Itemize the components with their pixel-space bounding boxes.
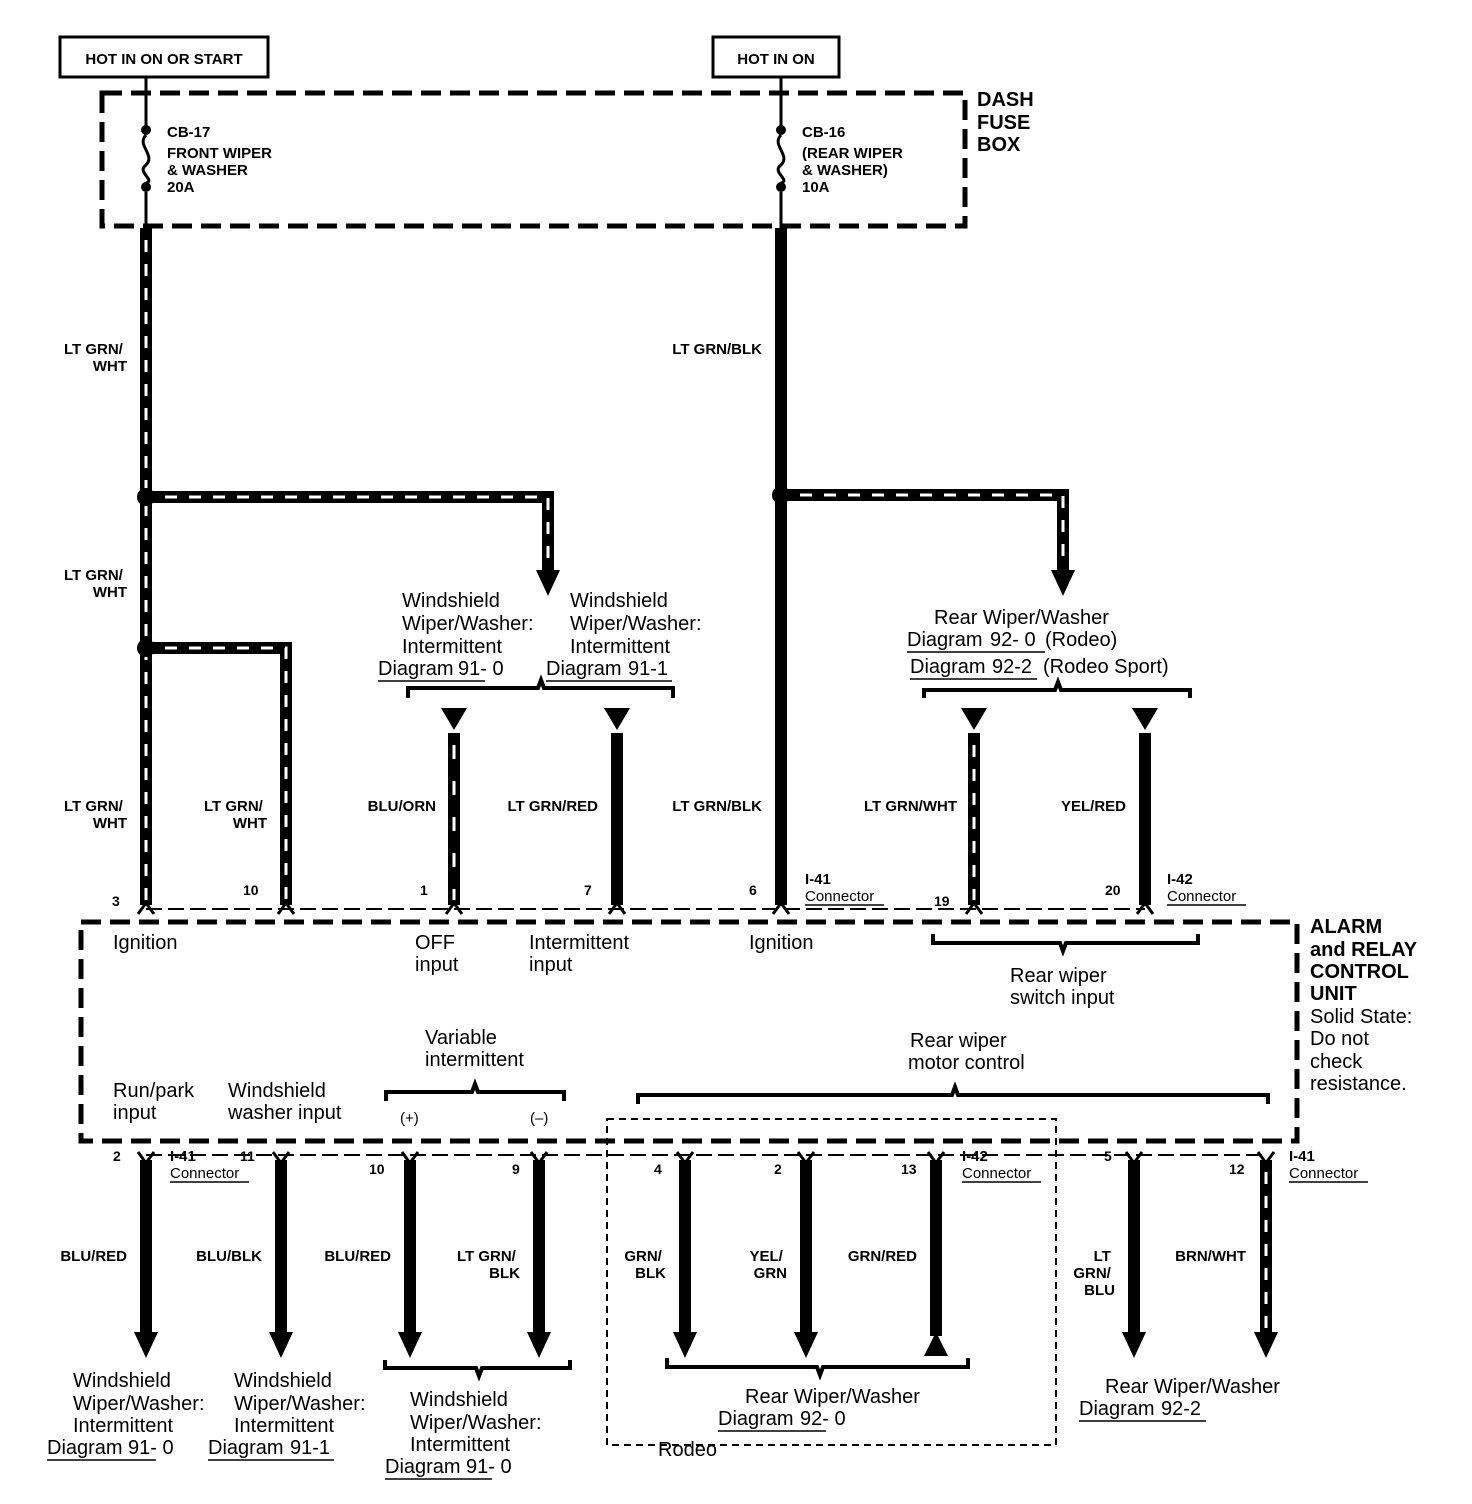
pin-4: 4 (654, 1161, 662, 1177)
unit-washer-input: Windshield washer input (227, 1080, 342, 1124)
unit-intermittent-input: Intermittent input (529, 932, 635, 976)
ref-bottom-1-diagram: Diagram 91- 0 (47, 1437, 174, 1459)
ref-rear-line1: Diagram 92- 0 (Rodeo) (907, 629, 1117, 651)
pin-5: 5 (1104, 1148, 1112, 1164)
pin-10-top: 10 (243, 882, 259, 898)
dash-fuse-box-title: DASH FUSE BOX (977, 89, 1039, 156)
pin-6: 6 (749, 882, 757, 898)
pin-3: 3 (112, 893, 120, 909)
wire-label-top-right: LT GRN/BLK (672, 341, 762, 358)
unit-rear-motor: Rear wiper motor control (908, 1030, 1025, 1074)
pin-terminals-top (136, 900, 1155, 915)
connector-bot-i42: I-42 Connector (962, 1148, 1031, 1182)
wire-label-blu-blk: BLU/BLK (196, 1248, 262, 1265)
hot-in-on-or-start-label: HOT IN ON OR START (85, 51, 242, 68)
wire-label-grn-blk: GRN/ BLK (624, 1248, 666, 1282)
rodeo-region-outline (606, 1118, 1057, 1446)
rodeo-label: Rodeo (658, 1439, 717, 1461)
wire-branch-to-ws-intermittent (152, 491, 560, 596)
brace-rear-top (922, 676, 1192, 698)
ref-ws-a-diagram: Diagram 91- 0 (378, 658, 504, 680)
wire-label-lt-grn-blu: LT GRN/ BLU (1073, 1248, 1115, 1299)
fuse-cb17 (141, 125, 151, 230)
wire-label-yel-grn: YEL/ GRN (749, 1248, 787, 1282)
ref-bottom-1: Windshield Wiper/Washer: Intermittent (73, 1370, 210, 1437)
brace-ws-top (406, 674, 675, 698)
wire-label-blu-red-b: BLU/RED (324, 1248, 391, 1265)
unit-minus: (–) (530, 1110, 548, 1127)
wire-label-yel-red: YEL/RED (1061, 798, 1126, 815)
brace-rear-motor (636, 1081, 1270, 1104)
hot-in-on-or-start-box (58, 35, 270, 79)
pin-7: 7 (584, 882, 592, 898)
ref-rear-line2: Diagram 92-2 (Rodeo Sport) (910, 656, 1169, 678)
wire-label-brn-wht: BRN/WHT (1175, 1248, 1246, 1265)
splice-2 (137, 639, 155, 657)
wire-label-mid-left: LT GRN/ WHT (64, 567, 127, 601)
ref-ws-b: Windshield Wiper/Washer: Intermittent (570, 590, 707, 658)
ref-bottom-2-diagram: Diagram 91-1 (208, 1437, 330, 1459)
wire-label-lower-left-b: LT GRN/ WHT (204, 798, 267, 832)
ref-bottom-4-title: Rear Wiper/Washer (745, 1386, 920, 1408)
connector-bot-i41-a: I-41 Connector (170, 1148, 239, 1182)
unit-off-input: OFF input (415, 932, 461, 976)
ref-rear-title: Rear Wiper/Washer (934, 607, 1109, 629)
ref-ws-b-diagram: Diagram 91-1 (546, 658, 668, 680)
unit-title: ALARM and RELAY CONTROL UNIT (1310, 916, 1422, 1005)
ref-bottom-4-diagram: Diagram 92- 0 (718, 1408, 846, 1430)
ref-bottom-5-diagram: Diagram 92-2 (1079, 1398, 1201, 1420)
wire-label-blu-red-a: BLU/RED (60, 1248, 127, 1265)
pin-19: 19 (934, 893, 950, 909)
connector-bot-i41-b: I-41 Connector (1289, 1148, 1358, 1182)
pin-2: 2 (113, 1148, 121, 1164)
connector-top-i42: I-42 Connector (1167, 871, 1236, 905)
unit-rear-switch: Rear wiper switch input (1010, 965, 1115, 1009)
wire-label-blu-orn: BLU/ORN (368, 798, 436, 815)
fuse-cb16-label: CB-16 (REAR WIPER & WASHER) 10A (802, 124, 907, 196)
hot-in-on-label: HOT IN ON (737, 51, 815, 68)
wire-label-lower-left-a: LT GRN/ WHT (64, 798, 127, 832)
fuse-cb17-label: CB-17 FRONT WIPER & WASHER 20A (167, 124, 276, 196)
wire-branch-to-rear-wiper (787, 489, 1075, 596)
wire-label-lt-grn-red: LT GRN/RED (507, 798, 598, 815)
unit-ignition-b: Ignition (749, 932, 814, 954)
ref-bottom-3-diagram: Diagram 91- 0 (385, 1456, 512, 1478)
pin-12: 12 (1229, 1161, 1245, 1177)
wire-label-lt-grn-blk-bottom: LT GRN/ BLK (457, 1248, 520, 1282)
pin-2b: 2 (774, 1161, 782, 1177)
dash-fuse-box-outline (99, 90, 968, 229)
wire-label-lt-grn-wht: LT GRN/WHT (864, 798, 957, 815)
brace-variable (384, 1078, 566, 1101)
splice-3 (772, 486, 790, 504)
pin-10-bottom: 10 (369, 1161, 385, 1177)
unit-run-park: Run/park input (113, 1080, 200, 1124)
pin-13: 13 (901, 1161, 917, 1177)
ref-bottom-2: Windshield Wiper/Washer: Intermittent (234, 1370, 371, 1437)
unit-plus: (+) (400, 1110, 419, 1127)
brace-bottom-rear (665, 1358, 970, 1381)
ref-bottom-5-title: Rear Wiper/Washer (1105, 1376, 1280, 1398)
wire-label-top-left: LT GRN/ WHT (64, 341, 127, 375)
splice-1 (137, 488, 155, 506)
unit-variable: Variable intermittent (425, 1027, 524, 1071)
ref-bottom-3: Windshield Wiper/Washer: Intermittent (410, 1389, 547, 1456)
wire-label-grn-red: GRN/RED (848, 1248, 917, 1265)
fuse-cb16 (776, 125, 786, 230)
pin-9: 9 (512, 1161, 520, 1177)
brace-bottom-ws (383, 1360, 572, 1382)
alarm-relay-control-unit-outline (78, 919, 1300, 1144)
hot-in-on-box (711, 35, 841, 79)
connector-top-i41: I-41 Connector (805, 871, 874, 905)
pin-11: 11 (240, 1148, 255, 1164)
ref-ws-a: Windshield Wiper/Washer: Intermittent (402, 590, 539, 658)
wire-label-lower-right: LT GRN/BLK (672, 798, 762, 815)
unit-note: Solid State: Do not check resistance. (1310, 1006, 1418, 1095)
unit-ignition-a: Ignition (113, 932, 178, 954)
wire-branch-to-pin-10 (152, 642, 292, 905)
pin-20: 20 (1105, 882, 1121, 898)
pin-1: 1 (420, 882, 428, 898)
brace-rear-switch (931, 934, 1200, 957)
